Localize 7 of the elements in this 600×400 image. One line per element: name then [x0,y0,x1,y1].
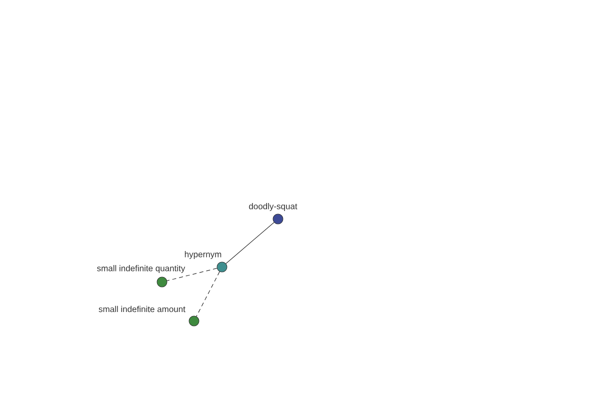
node-label: small indefinite amount [98,306,186,312]
dashed-line [196,271,220,317]
node-label: small indefinite quantity [97,265,186,273]
node-label: hypernym [184,251,222,259]
node-label: doodly-squat [249,203,298,211]
dashed-line [166,268,218,281]
line [226,222,274,264]
